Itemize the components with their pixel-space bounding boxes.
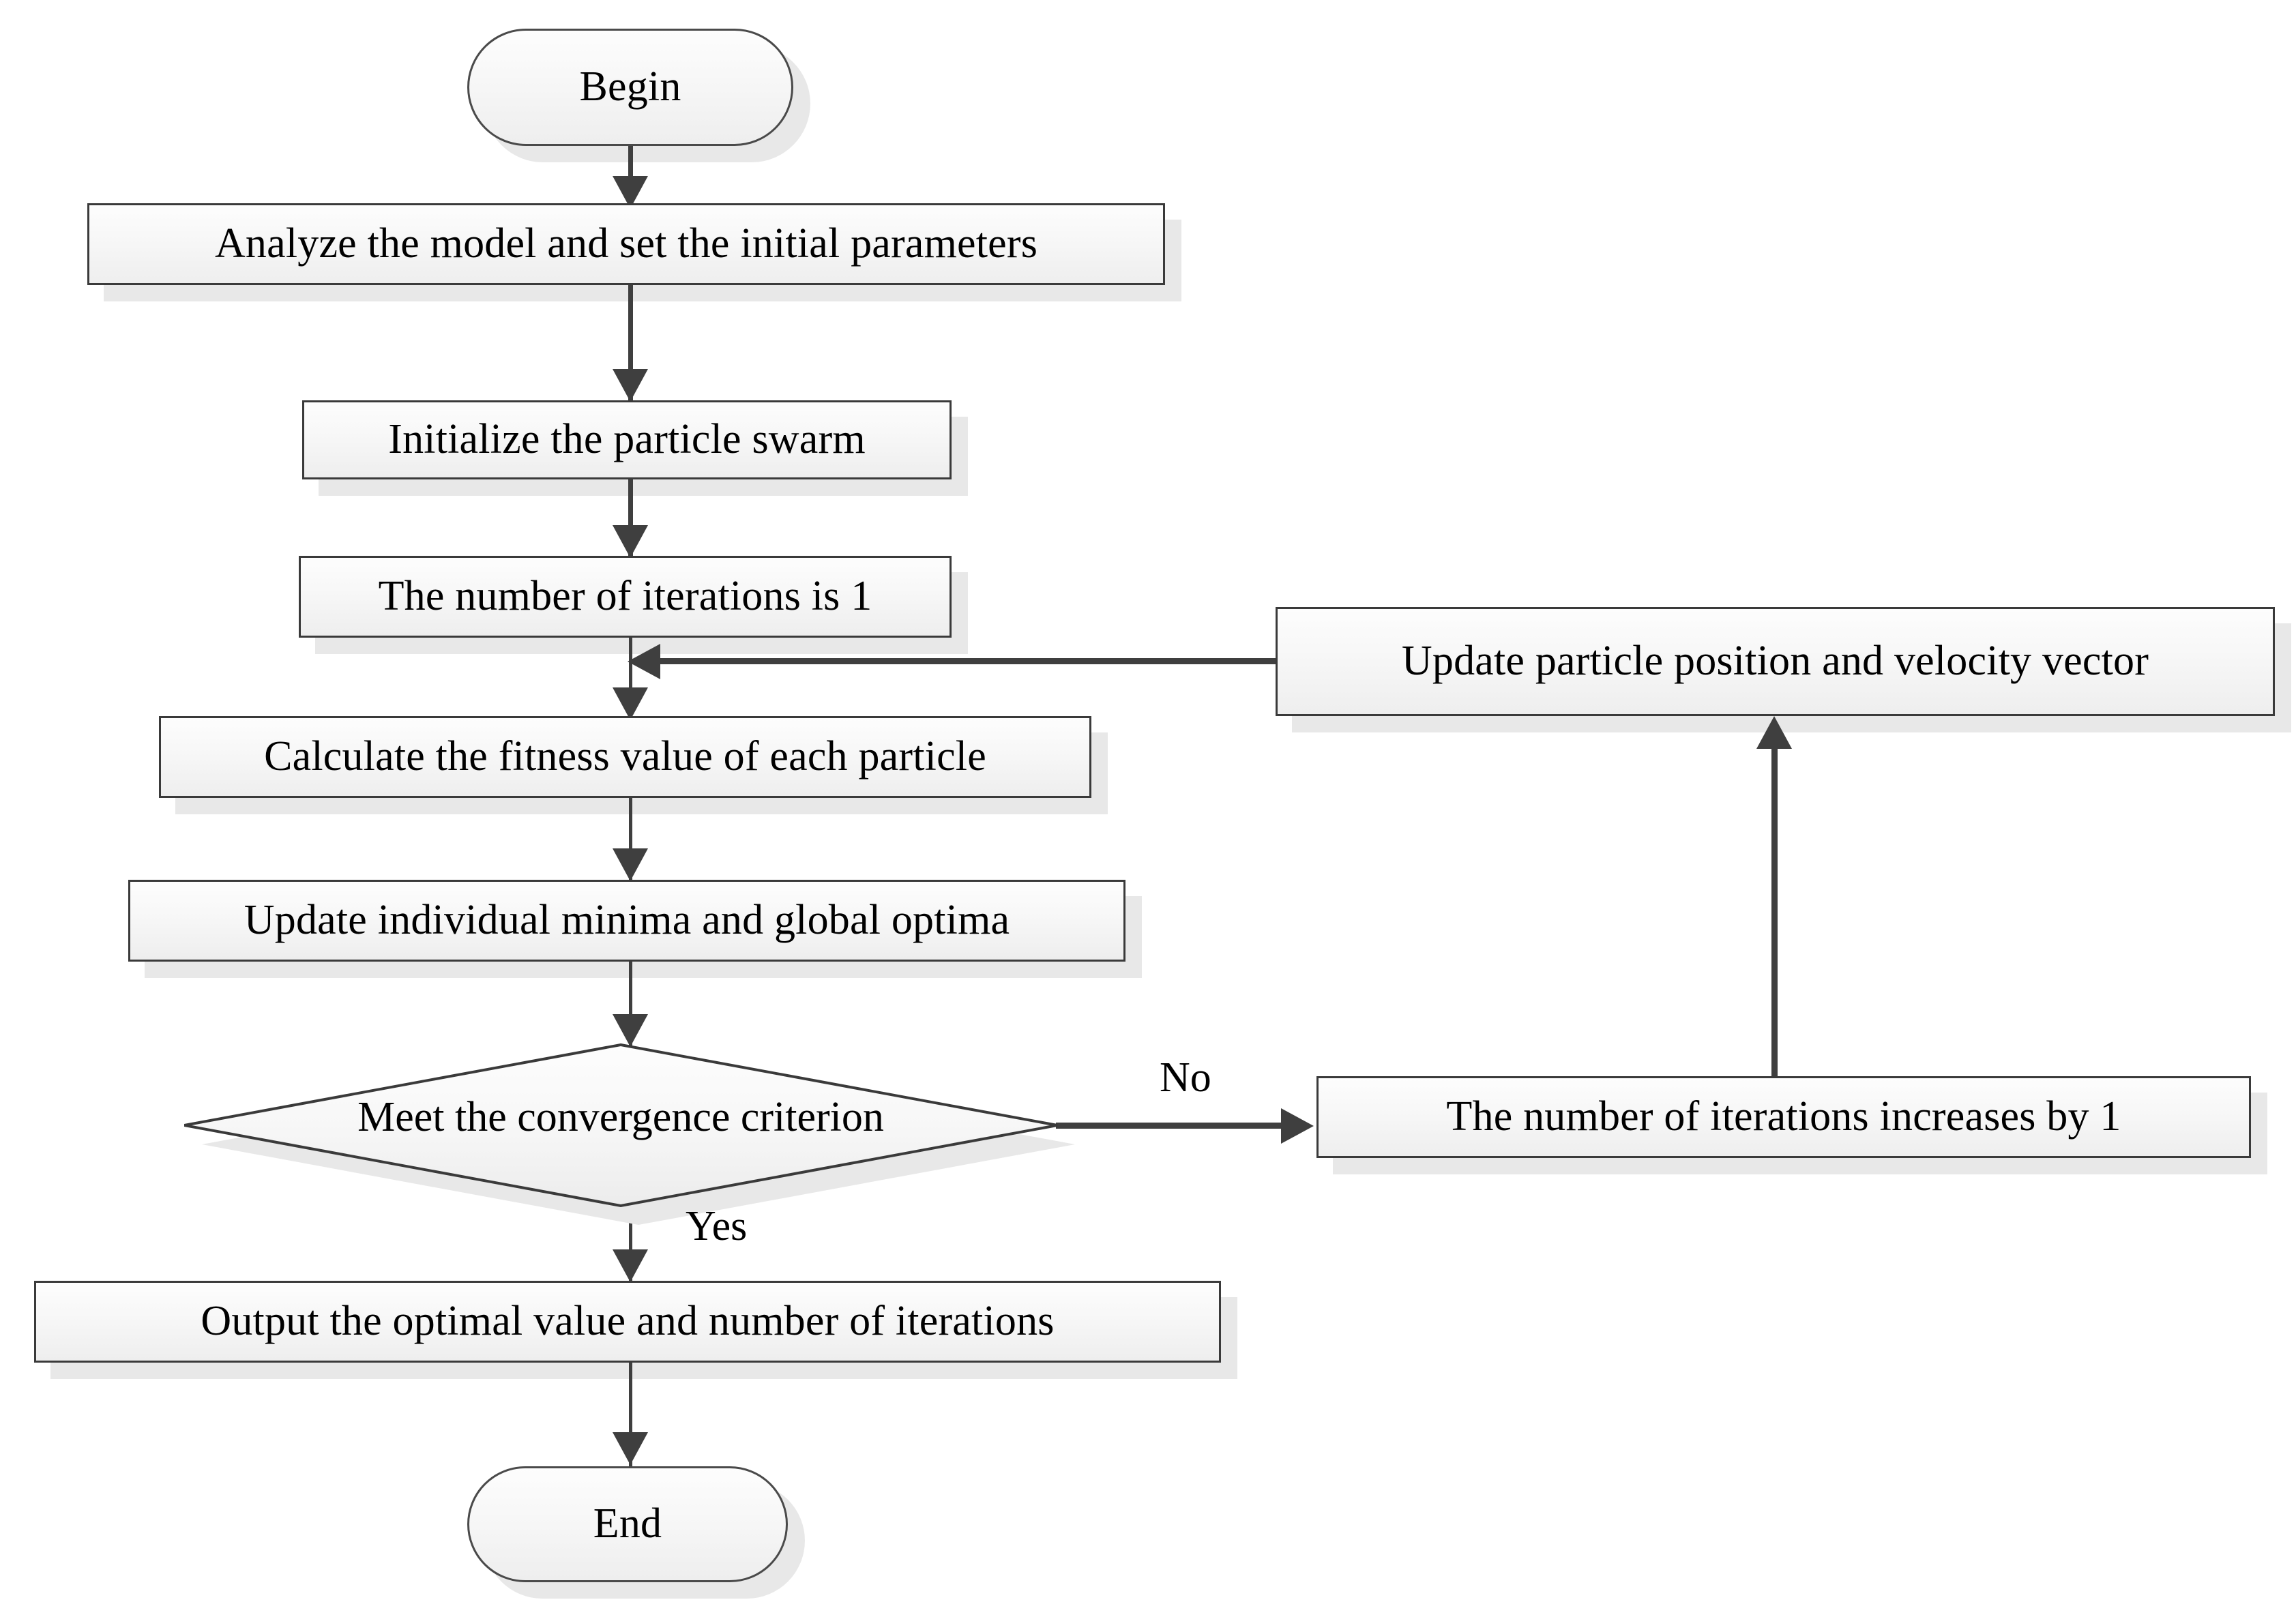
node-update-particle-position-velocity-label: Update particle position and velocity ve… <box>1401 638 2149 685</box>
arrowhead-output-to-end <box>613 1432 648 1465</box>
node-iterations-increase[interactable]: The number of iterations increases by 1 <box>1316 1076 2251 1158</box>
diamond-shape <box>184 1043 1075 1225</box>
node-begin[interactable]: Begin <box>467 29 793 146</box>
connector-init-to-iter1 <box>628 479 633 559</box>
connector-iter-inc-to-update-pv <box>1771 724 1778 1078</box>
node-output-optimal-value[interactable]: Output the optimal value and number of i… <box>34 1281 1221 1363</box>
arrowhead-init-to-iter1 <box>613 525 648 558</box>
connector-update-pv-to-spine <box>660 658 1280 664</box>
connector-update-opt-to-decision <box>629 962 632 1047</box>
node-iterations-is-one[interactable]: The number of iterations is 1 <box>299 556 952 638</box>
node-update-particle-position-velocity[interactable]: Update particle position and velocity ve… <box>1276 607 2275 716</box>
connector-decision-no <box>1056 1123 1281 1129</box>
arrowhead-update-pv-to-spine <box>628 644 660 679</box>
node-analyze-model-label: Analyze the model and set the initial pa… <box>214 220 1038 267</box>
node-end-label: End <box>593 1500 662 1547</box>
node-update-minima-optima[interactable]: Update individual minima and global opti… <box>128 880 1125 962</box>
edge-label-no: No <box>1160 1054 1211 1101</box>
arrowhead-iter1-to-fitness <box>613 687 648 720</box>
node-begin-label: Begin <box>579 63 681 110</box>
node-iterations-is-one-label: The number of iterations is 1 <box>378 573 872 620</box>
node-analyze-model[interactable]: Analyze the model and set the initial pa… <box>87 203 1165 285</box>
connector-decision-yes <box>629 1202 632 1282</box>
node-iterations-increase-label: The number of iterations increases by 1 <box>1446 1093 2121 1140</box>
node-output-optimal-value-label: Output the optimal value and number of i… <box>201 1298 1055 1345</box>
node-calculate-fitness-label: Calculate the fitness value of each part… <box>264 733 986 780</box>
arrowhead-iter-inc-to-update-pv <box>1756 716 1792 749</box>
arrowhead-decision-yes <box>613 1249 648 1282</box>
arrowhead-analyze-to-init <box>613 369 648 402</box>
node-initialize-swarm-label: Initialize the particle swarm <box>388 416 866 463</box>
node-end[interactable]: End <box>467 1466 788 1582</box>
node-initialize-swarm[interactable]: Initialize the particle swarm <box>302 400 952 479</box>
edge-label-yes: Yes <box>686 1203 748 1249</box>
arrowhead-update-opt-to-decision <box>613 1014 648 1047</box>
node-calculate-fitness[interactable]: Calculate the fitness value of each part… <box>159 716 1091 798</box>
connector-fitness-to-update-opt <box>629 798 632 881</box>
connector-output-to-end <box>629 1363 632 1468</box>
arrowhead-decision-no <box>1281 1108 1314 1144</box>
arrowhead-fitness-to-update-opt <box>613 848 648 881</box>
connector-analyze-to-init <box>628 285 633 402</box>
node-update-minima-optima-label: Update individual minima and global opti… <box>244 897 1010 944</box>
node-convergence-decision[interactable]: Meet the convergence criterion <box>184 1043 1078 1226</box>
